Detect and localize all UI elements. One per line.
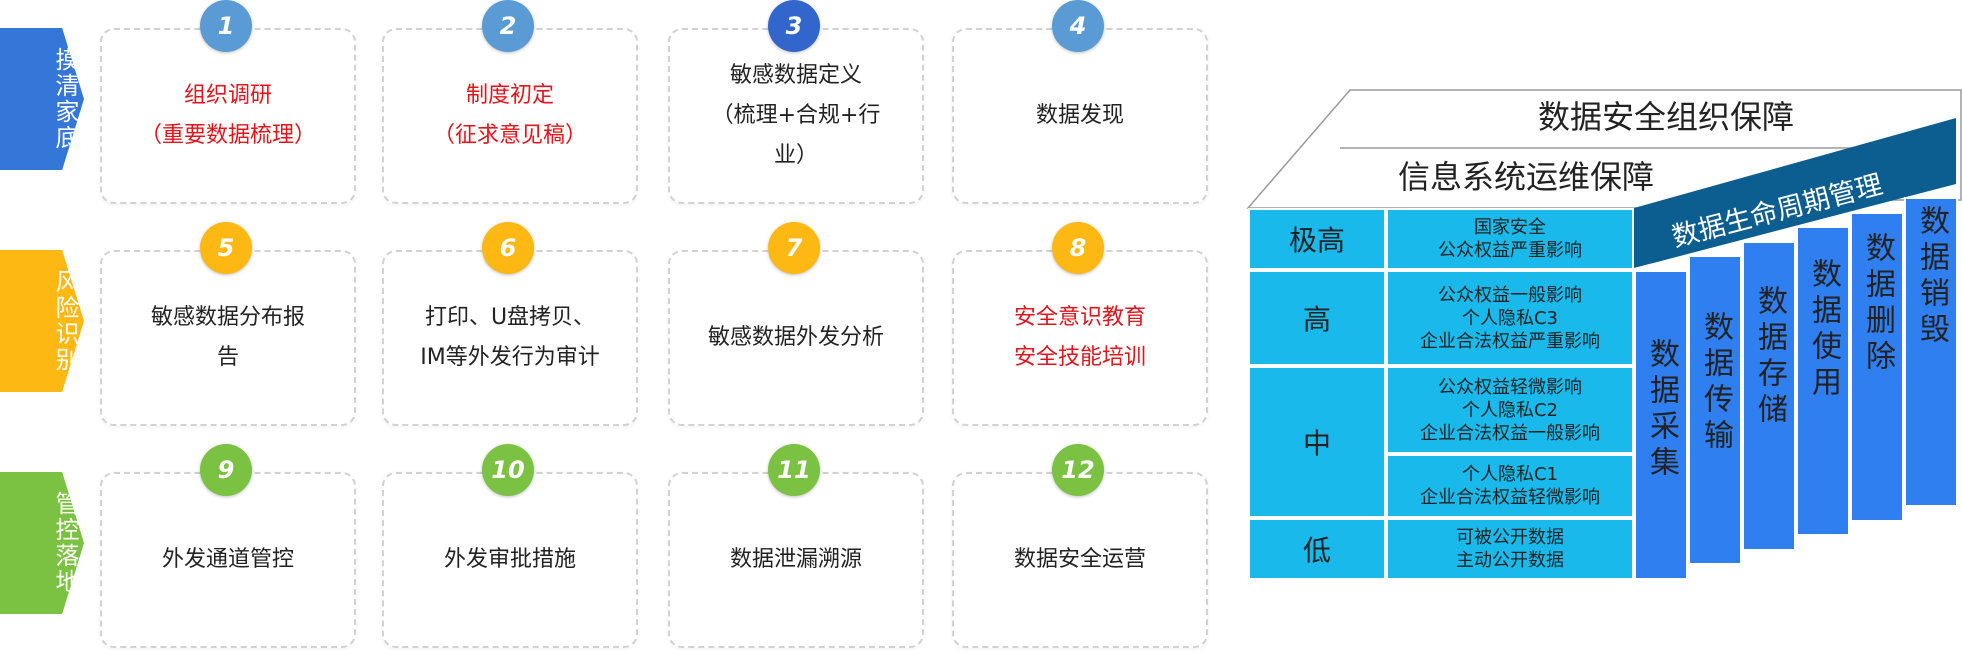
level-description-line: 企业合法权益轻微影响 <box>1420 487 1600 508</box>
phase-arrow: 风险识别 <box>0 250 84 392</box>
level-label: 极高 <box>1288 224 1345 257</box>
step-number-badge: 4 <box>1052 0 1104 52</box>
step-number-badge: 9 <box>200 444 252 496</box>
step-number-badge: 11 <box>768 444 820 496</box>
step-text: 敏感数据定义 <box>729 63 862 88</box>
step-card: 外发审批措施 <box>382 472 638 648</box>
step-text: 组织调研 <box>183 83 272 108</box>
step-text: 业） <box>773 143 818 168</box>
level-description-line: 个人隐私C2 <box>1461 399 1559 421</box>
level-description-line: 国家安全 <box>1474 217 1546 238</box>
level-cell: 极高 <box>1248 208 1386 270</box>
step-number-badge: 5 <box>200 222 252 274</box>
step-card: 数据泄漏溯源 <box>668 472 924 648</box>
phase-arrow: 管控落地 <box>0 472 84 614</box>
level-description-cell: 国家安全公众权益严重影响 <box>1386 208 1634 270</box>
step-text: （重要数据梳理） <box>139 123 316 148</box>
step-number-badge: 7 <box>768 222 820 274</box>
lifecycle-stage-label: 数据存储 <box>1752 284 1787 429</box>
level-label: 高 <box>1302 303 1331 336</box>
step-card: 安全意识教育安全技能培训 <box>952 250 1208 426</box>
level-description-line: 公众权益轻微影响 <box>1438 376 1582 398</box>
step-card: 敏感数据外发分析 <box>668 250 924 426</box>
level-label: 中 <box>1302 427 1331 460</box>
level-description-line: 公众权益严重影响 <box>1438 240 1582 261</box>
phase-label: 风险识别 <box>51 269 79 373</box>
level-cell: 中 <box>1248 366 1386 518</box>
data-security-cube: 数据安全组织保障 信息系统运维保障 数据生命周期管理 极高国家安全公众权益严重影… <box>1240 60 1962 600</box>
step-text: 数据发现 <box>1035 103 1124 128</box>
step-number-badge: 8 <box>1052 222 1104 274</box>
step-number-badge: 12 <box>1052 444 1104 496</box>
top-front-label: 信息系统运维保障 <box>1398 158 1655 196</box>
step-text: 告 <box>216 345 239 370</box>
step-text: （征求意见稿） <box>432 123 587 148</box>
step-text: 打印、U盘拷贝、 <box>424 305 596 330</box>
lifecycle-band <box>1634 118 1956 268</box>
step-card: 敏感数据定义 （梳理+合规+行业） <box>668 28 924 204</box>
step-text: IM等外发行为审计 <box>420 345 600 370</box>
level-label: 低 <box>1302 534 1331 567</box>
step-text: 安全技能培训 <box>1013 345 1146 370</box>
level-description-line: 可被公开数据 <box>1456 527 1564 548</box>
lifecycle-stage-label: 数据使用 <box>1806 258 1841 403</box>
lifecycle-column: 数据传输 <box>1688 255 1742 566</box>
step-text: 安全意识教育 <box>1013 305 1146 330</box>
phase-label: 摸清家底 <box>51 47 79 151</box>
step-number-badge: 1 <box>200 0 252 52</box>
step-card: 组织调研 （重要数据梳理） <box>100 28 356 204</box>
top-back-label: 数据安全组织保障 <box>1538 98 1795 136</box>
step-card: 敏感数据分布报告 <box>100 250 356 426</box>
step-card: 打印、U盘拷贝、 IM等外发行为审计 <box>382 250 638 426</box>
cube-top-face <box>1246 89 1962 268</box>
lifecycle-stage-label: 数据采集 <box>1644 338 1679 482</box>
lifecycle-column: 数据销毁 <box>1904 197 1958 508</box>
lifecycle-stage-label: 数据传输 <box>1698 311 1733 456</box>
lifecycle-column: 数据使用 <box>1796 226 1850 537</box>
step-text: 敏感数据外发分析 <box>707 325 884 350</box>
step-text: （梳理+合规+行 <box>711 103 881 128</box>
step-number-badge: 3 <box>768 0 820 52</box>
level-cell: 高 <box>1248 270 1386 366</box>
level-description-line: 主动公开数据 <box>1456 550 1564 571</box>
step-text: 外发审批措施 <box>443 547 576 572</box>
lifecycle-stage-label: 数据销毁 <box>1914 205 1949 350</box>
step-card: 数据发现 <box>952 28 1208 204</box>
step-text: 数据泄漏溯源 <box>729 547 862 572</box>
level-cell: 低 <box>1248 518 1386 580</box>
step-text: 制度初定 <box>465 83 554 108</box>
step-text: 敏感数据分布报 <box>150 305 305 330</box>
level-description-line: 个人隐私C3 <box>1461 307 1559 329</box>
level-description-line: 个人隐私C1 <box>1461 464 1559 485</box>
level-description-line: 企业合法权益严重影响 <box>1420 330 1600 352</box>
lifecycle-column: 数据采集 <box>1634 270 1688 580</box>
step-card: 数据安全运营 <box>952 472 1208 648</box>
step-text: 数据安全运营 <box>1013 547 1146 572</box>
lifecycle-column: 数据删除 <box>1850 211 1904 522</box>
step-text: 外发通道管控 <box>161 547 294 572</box>
lifecycle-column: 数据存储 <box>1742 240 1796 551</box>
step-number-badge: 10 <box>482 444 534 496</box>
step-card: 制度初定 （征求意见稿） <box>382 28 638 204</box>
phase-label: 管控落地 <box>51 491 79 595</box>
level-description-line: 公众权益一般影响 <box>1438 284 1582 306</box>
phase-arrow: 摸清家底 <box>0 28 84 170</box>
step-number-badge: 6 <box>482 222 534 274</box>
lifecycle-stage-label: 数据删除 <box>1860 231 1895 376</box>
level-description-cell: 可被公开数据主动公开数据 <box>1386 518 1634 580</box>
step-number-badge: 2 <box>482 0 534 52</box>
level-description-line: 企业合法权益一般影响 <box>1420 422 1600 444</box>
step-card: 外发通道管控 <box>100 472 356 648</box>
